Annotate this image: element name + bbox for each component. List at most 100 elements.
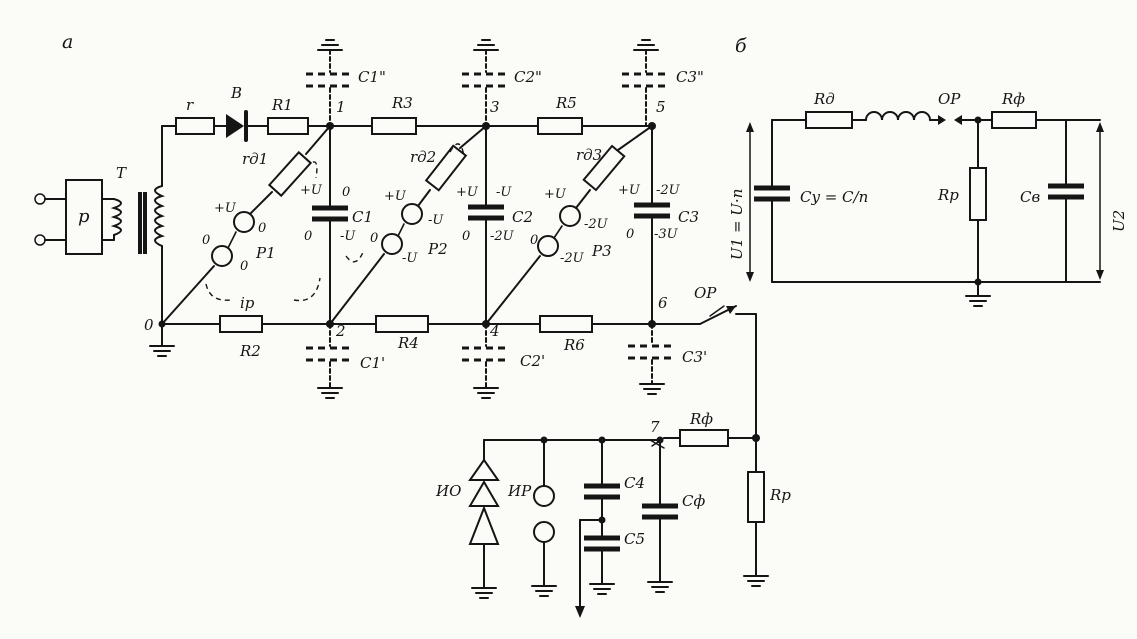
voltage-label: 0 [530,233,538,248]
label-OP-b: OP [938,90,961,108]
input-terminal-top [34,193,46,205]
resistor-rd2 [424,144,468,192]
label-P2: P2 [427,240,448,258]
ground-icon [471,587,497,599]
panel-label-a: а [62,31,73,53]
voltage-label: +U [618,183,641,198]
label-C2pp: C2" [514,68,542,86]
resistor-Rp-b [969,167,987,221]
label-C1: C1 [352,208,373,226]
label-R2: R2 [239,342,261,360]
resistor-R2 [219,315,263,333]
ground-icon [149,345,175,357]
spark-gap-P1-lower [211,245,233,267]
label-ip: ip [240,294,255,312]
ground-icon [647,581,673,593]
label-U1: U1 = U·n [728,189,746,260]
voltage-label: -3U [654,227,679,242]
spark-gap-P1-upper [233,211,255,233]
label-Cv: Cв [1020,188,1040,206]
indicator-lamp-IR-top [533,485,555,507]
ground-icon [743,575,769,587]
spark-gap-P3-lower [537,235,559,257]
resistor-rd3 [582,144,626,192]
current-arrow [345,249,365,263]
label-C1p: C1' [360,354,385,372]
voltage-label: 0 [304,229,312,244]
label-node-2: 2 [335,322,346,340]
label-OP-a: OP [694,284,717,302]
label-C1pp: C1" [358,68,386,86]
resistor-R1 [267,117,309,135]
voltage-label: +U [214,201,237,216]
label-R5: R5 [555,94,577,112]
label-C5: C5 [624,530,645,548]
resistor-Rd [805,111,853,129]
label-P1: P1 [255,244,276,262]
label-Rp-a: Rp [769,486,791,504]
label-Rd: Rд [813,90,835,108]
output-arrow-icon [575,606,585,618]
label-IO: ИO [435,482,461,500]
label-C3p: C3' [682,348,707,366]
resistor-R5 [537,117,583,135]
stray-capacitor-C2pp [462,39,510,127]
label-R3: R3 [391,94,413,112]
voltage-label: +U [384,189,407,204]
label-Rf-b: Rф [1001,90,1025,108]
voltage-label: +U [456,185,479,200]
label-rd2: rд2 [410,148,436,166]
resistor-Rp-a [747,471,765,523]
voltage-label: -U [496,185,512,200]
ground-icon [589,583,615,595]
label-node-7: 7 [650,418,660,436]
label-r: r [186,96,194,114]
stray-capacitor-C2p [462,323,510,399]
label-Cf-a: Cф [682,492,705,510]
voltage-label: 0 [202,233,210,248]
resistor-r [175,117,215,135]
label-node-4: 4 [489,322,500,340]
label-node-1: 1 [336,98,346,116]
label-IR: ИP [507,482,532,500]
spark-gap-P2-upper [401,203,423,225]
transformer-primary [110,198,122,241]
label-C2p: C2' [520,352,545,370]
label-Rf-a: Rф [689,410,713,428]
label-C3pp: C3" [676,68,704,86]
label-rd1: rд1 [242,150,268,168]
voltage-label: 0 [240,259,248,274]
label-node-6: 6 [658,294,668,312]
voltage-label: -U [428,213,444,228]
resistor-R3 [371,117,417,135]
transformer-secondary [154,185,165,247]
resistor-R4 [375,315,429,333]
ground-icon [531,585,557,597]
voltage-label: +U [544,187,567,202]
label-T: T [116,164,127,182]
voltage-label: 0 [370,231,378,246]
label-node-5: 5 [656,98,666,116]
ground-icon [965,295,991,307]
spark-gap-P2-lower [381,233,403,255]
stray-capacitor-C3pp [622,39,670,127]
voltage-label: -2U [560,251,585,266]
label-rd3: rд3 [576,146,602,164]
input-terminal-bottom [34,234,46,246]
voltage-label: -U [402,251,418,266]
voltage-label: -2U [490,229,515,244]
voltage-label: 0 [258,221,266,236]
label-Rp-b: Rp [937,186,959,204]
resistor-Rf-b [991,111,1037,129]
stray-capacitor-C1pp [306,39,354,127]
label-p: p [78,206,90,227]
label-C4: C4 [624,474,645,492]
current-arrow [205,283,231,301]
label-U2: U2 [1110,210,1128,232]
label-B: B [230,84,242,102]
resistor-R6 [539,315,593,333]
voltage-label: -2U [656,183,681,198]
stray-capacitor-C1p [306,323,354,399]
label-P3: P3 [591,242,612,260]
